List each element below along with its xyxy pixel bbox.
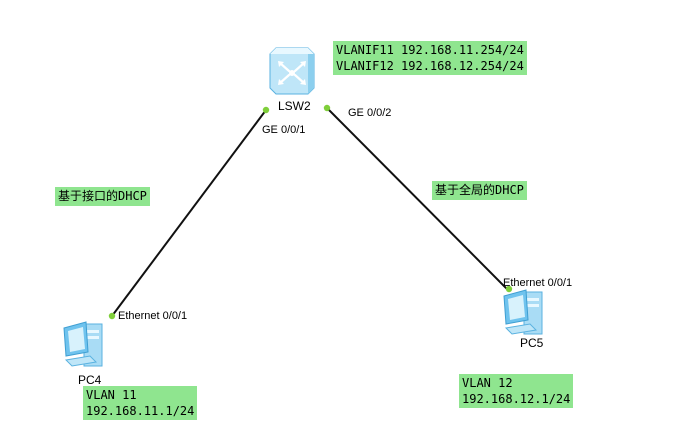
pc-icon[interactable] (503, 289, 543, 335)
port-label-lsw2-ge001: GE 0/0/1 (262, 124, 306, 136)
pc5-name: PC5 (520, 336, 544, 350)
pc4-dhcp-note: 基于接口的DHCP (55, 187, 150, 206)
link-lsw2-pc5[interactable] (326, 107, 510, 292)
pc5-vlan: VLAN 12 (462, 376, 513, 390)
vlanif-line-2: VLANIF12 192.168.12.254/24 (336, 59, 524, 73)
port-label-lsw2-ge002: GE 0/0/2 (348, 107, 392, 119)
pc4-vlan: VLAN 11 (86, 388, 137, 402)
port-dot-pc5-eth (505, 285, 513, 293)
pc5-info-label: VLAN 12 192.168.12.1/24 (459, 374, 574, 408)
pc4-name: PC4 (78, 373, 102, 387)
link-lsw2-pc4[interactable] (111, 109, 267, 317)
switch-vlanif-label: VLANIF11 192.168.11.254/24 VLANIF12 192.… (333, 41, 527, 75)
port-label-pc5-eth: Ethernet 0/0/1 (503, 277, 573, 289)
pc-icon[interactable] (63, 321, 103, 367)
pc4-ip: 192.168.11.1/24 (86, 404, 195, 418)
pc5-ip: 192.168.12.1/24 (462, 392, 571, 406)
pc5-dhcp-note: 基于全局的DHCP (432, 181, 527, 200)
port-label-pc4-eth: Ethernet 0/0/1 (118, 310, 188, 322)
port-dot-pc4-eth (108, 312, 116, 320)
switch-name: LSW2 (278, 99, 311, 113)
vlanif-line-1: VLANIF11 192.168.11.254/24 (336, 43, 524, 57)
pc4-info-label: VLAN 11 192.168.11.1/24 (83, 386, 198, 420)
port-dot-lsw2-ge002 (323, 104, 331, 112)
switch-icon[interactable] (269, 47, 315, 95)
port-dot-lsw2-ge001 (262, 106, 270, 114)
